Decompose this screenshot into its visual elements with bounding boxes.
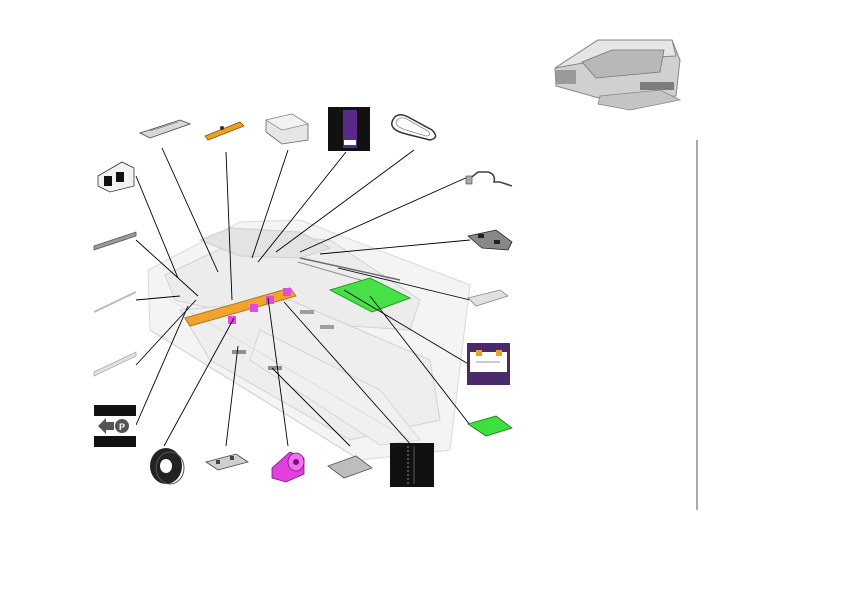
part-belt bbox=[391, 114, 437, 141]
part-pad-block bbox=[265, 113, 309, 145]
part-clip-plate bbox=[205, 453, 249, 471]
part-gray-pad bbox=[327, 455, 373, 479]
part-guide-rail bbox=[93, 351, 137, 377]
main-assembly bbox=[147, 219, 471, 461]
part-rubber-ring bbox=[150, 448, 185, 485]
part-purple-label bbox=[328, 107, 370, 151]
part-roller-bar bbox=[204, 121, 245, 141]
part-roller-wheel bbox=[271, 451, 305, 483]
part-strip-plate bbox=[93, 231, 137, 251]
part-cable bbox=[465, 171, 513, 187]
label-arrow-text: P bbox=[119, 422, 125, 432]
part-purple-panel bbox=[467, 343, 510, 385]
part-sensor-block bbox=[97, 161, 135, 193]
part-bracket bbox=[467, 229, 513, 251]
leader-lines bbox=[135, 147, 471, 447]
device-thumbnail bbox=[550, 20, 682, 135]
part-rod bbox=[93, 291, 137, 313]
part-small-plate bbox=[467, 289, 509, 307]
part-guide-plate bbox=[138, 119, 192, 139]
part-label-arrow: P bbox=[94, 405, 136, 447]
part-black-strip bbox=[390, 443, 434, 487]
part-green-sheet bbox=[467, 415, 513, 437]
